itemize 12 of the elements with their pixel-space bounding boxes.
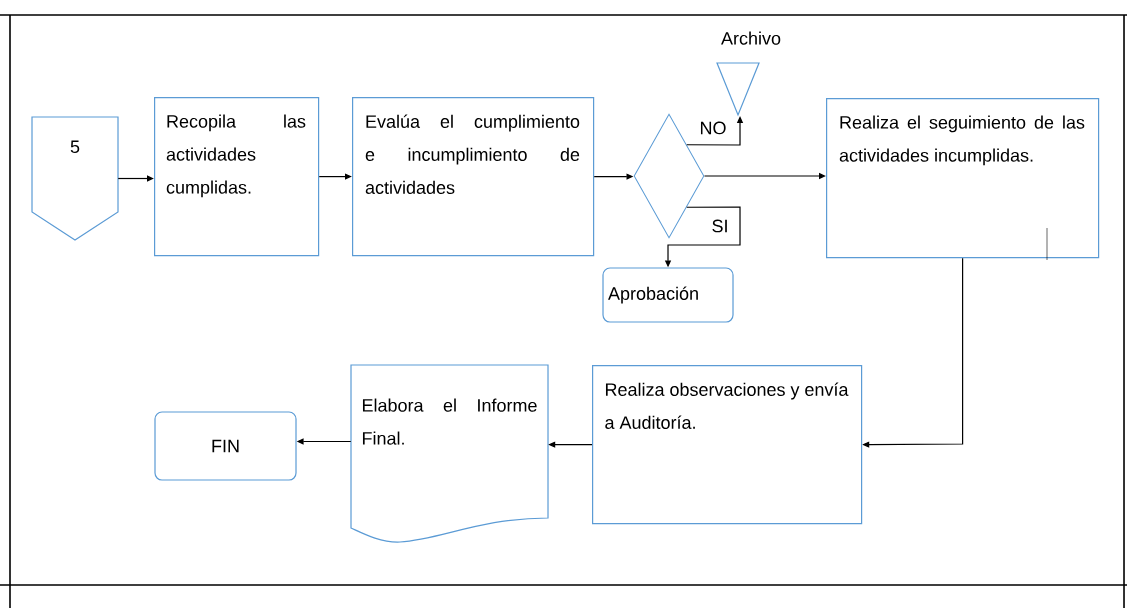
arrow — [117, 175, 154, 182]
arrow — [318, 173, 352, 180]
process-box: Realiza observaciones y envía a Auditoría. — [592, 365, 863, 525]
edge-label: SI — [710, 218, 730, 234]
process-box: Evalúa el cumplimiento e incumplimiento de actividades — [352, 97, 595, 257]
node-label: Archivo — [721, 31, 781, 45]
off-page-connector: 5 — [31, 116, 119, 241]
edge-label: NO — [698, 120, 728, 136]
process-box: Recopila las actividades cumplidas. — [154, 97, 320, 257]
process-box: Realiza el seguimiento de las actividades incumplidas. — [826, 98, 1100, 259]
terminal-box: Aprobación — [602, 267, 734, 323]
terminal-box: FIN — [154, 411, 297, 481]
